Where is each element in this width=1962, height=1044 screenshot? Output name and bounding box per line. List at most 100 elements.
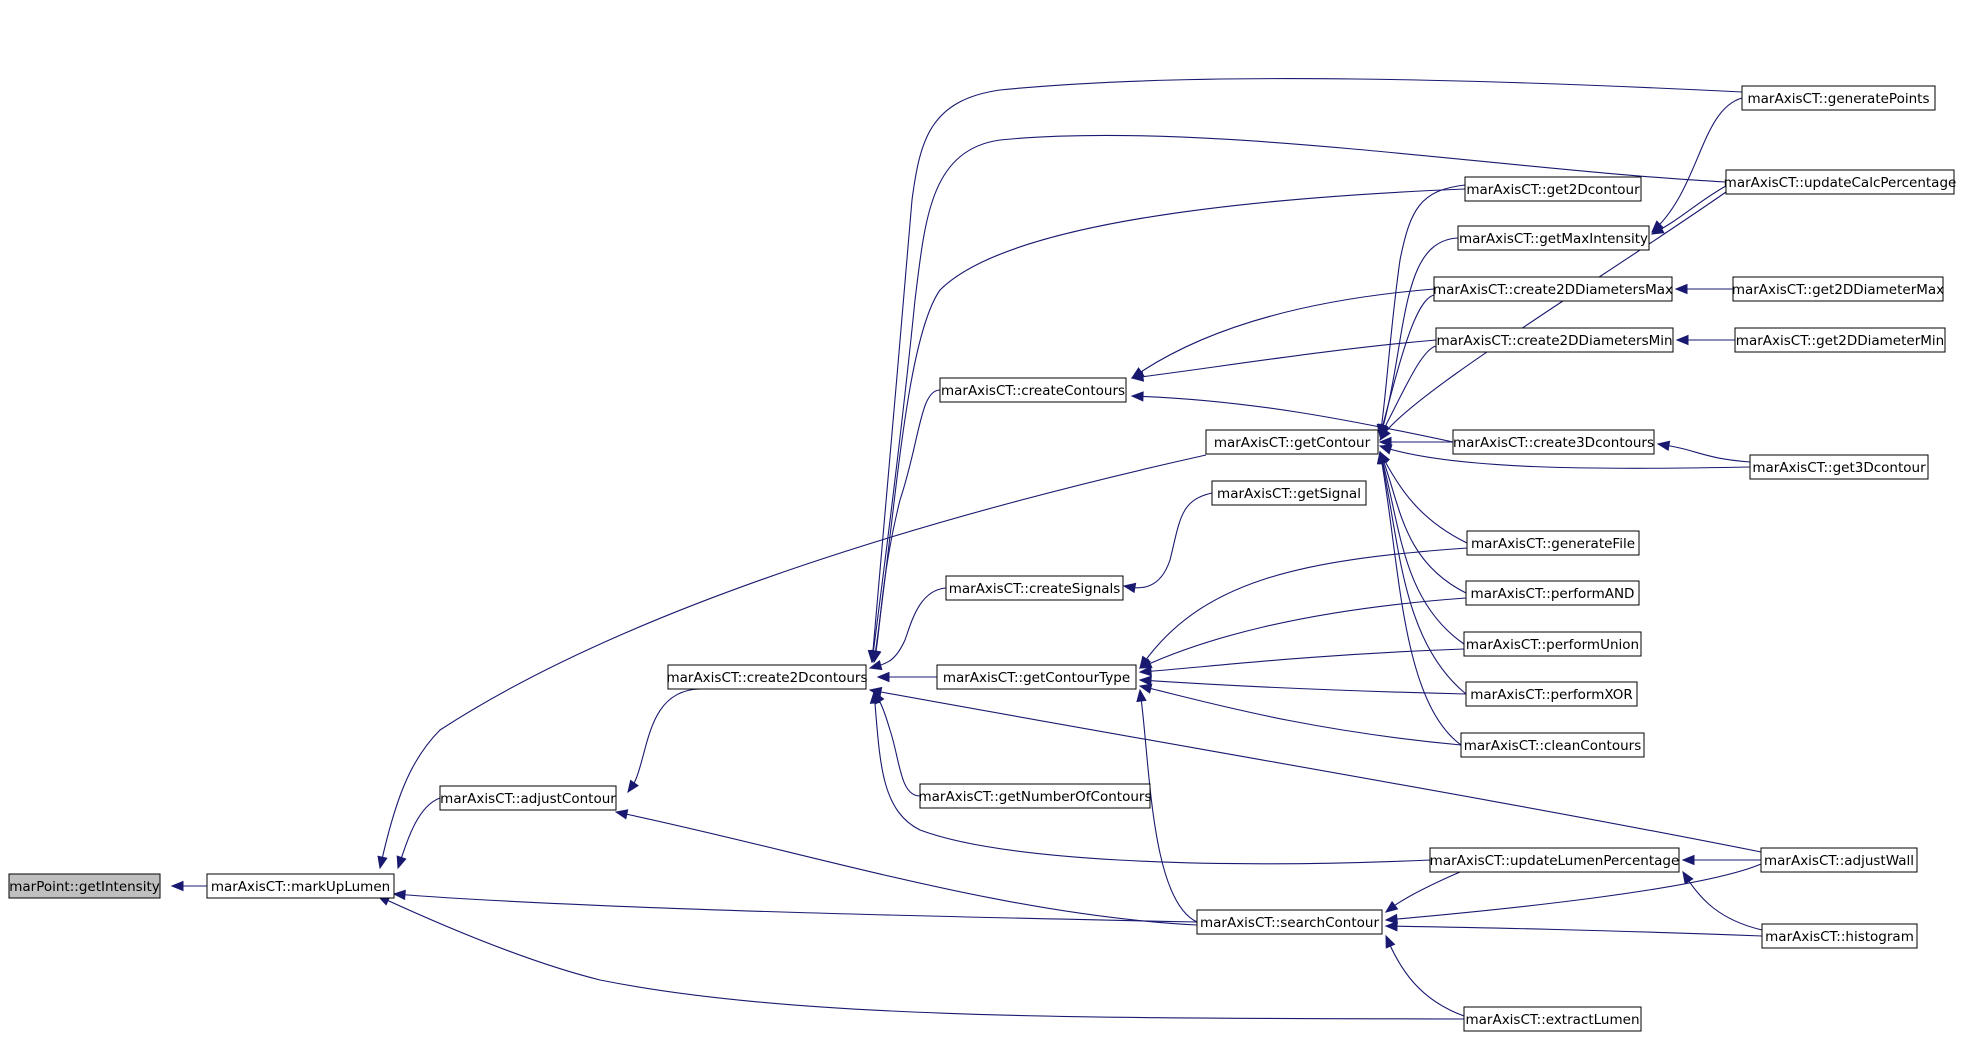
node-getNumberOfContours[interactable]: marAxisCT::getNumberOfContours [919,783,1152,809]
edge-line [615,811,1198,926]
node-box[interactable] [1466,530,1640,556]
node-createContours[interactable]: marAxisCT::createContours [939,377,1127,403]
arrowhead [1384,920,1398,932]
arrowhead [1682,870,1694,885]
node-getSignal[interactable]: marAxisCT::getSignal [1211,480,1367,506]
node-label: marAxisCT::histogram [1765,929,1914,945]
node-cleanContours[interactable]: marAxisCT::cleanContours [1460,732,1645,758]
edge-line [873,691,1431,865]
node-performAND[interactable]: marAxisCT::performAND [1465,580,1640,606]
node-box[interactable] [1429,847,1680,873]
edge-line [1657,443,1751,463]
node-box[interactable] [1734,327,1946,353]
node-box[interactable] [1460,732,1645,758]
edge-searchContour-to-adjustContour [614,809,1198,926]
node-box[interactable] [936,664,1137,690]
node-performXOR[interactable]: marAxisCT::performXOR [1465,681,1638,707]
node-create2DDiametersMax[interactable]: marAxisCT::create2DDiametersMax [1433,276,1673,302]
node-label: marAxisCT::updateCalcPercentage [1724,175,1957,191]
node-searchContour[interactable]: marAxisCT::searchContour [1196,909,1383,935]
node-adjustWall[interactable]: marAxisCT::adjustWall [1760,847,1918,873]
node-box[interactable] [1760,847,1918,873]
node-box[interactable] [439,785,617,811]
arrowhead [1130,391,1144,402]
edge-create2DDiametersMin-to-createContours [1130,339,1437,382]
node-createSignals[interactable]: marAxisCT::createSignals [945,575,1124,601]
node-generateFile[interactable]: marAxisCT::generateFile [1466,530,1640,556]
edge-line [1682,871,1763,931]
arrowhead [1138,675,1152,686]
node-box[interactable] [1463,1006,1642,1032]
node-get2DDiameterMax[interactable]: marAxisCT::get2DDiameterMax [1732,276,1944,302]
edge-line [1139,547,1468,669]
node-box[interactable] [1465,580,1640,606]
arrowhead [1376,450,1388,465]
edge-line [871,134,1727,663]
node-box[interactable] [1435,327,1674,353]
edge-line [1651,185,1727,235]
edge-line [1379,451,1467,594]
node-get2Dcontour[interactable]: marAxisCT::get2Dcontour [1464,176,1642,202]
node-box[interactable] [1725,169,1955,195]
node-box[interactable] [1205,429,1379,455]
node-box[interactable] [206,873,395,899]
edge-getNumberOfContours-to-create2Dcontours [873,690,921,797]
node-label: marAxisCT::get2Dcontour [1466,182,1640,198]
node-box[interactable] [939,377,1127,403]
node-box[interactable] [1732,276,1944,302]
node-label: marAxisCT::performUnion [1466,637,1639,653]
node-getContour[interactable]: marAxisCT::getContour [1205,429,1379,455]
node-box[interactable] [667,664,867,690]
node-getMaxIntensity[interactable]: marAxisCT::getMaxIntensity [1457,225,1650,251]
node-extractLumen[interactable]: marAxisCT::extractLumen [1463,1006,1642,1032]
node-box[interactable] [1464,176,1642,202]
node-updateCalcPercentage[interactable]: marAxisCT::updateCalcPercentage [1724,169,1957,195]
node-label: marPoint::getIntensity [9,879,160,895]
arrowhead [1656,440,1671,451]
node-box[interactable] [8,873,161,899]
node-box[interactable] [1463,631,1642,657]
node-box[interactable] [1211,480,1367,506]
arrowhead [396,855,407,870]
node-adjustContour[interactable]: marAxisCT::adjustContour [439,785,617,811]
node-box[interactable] [1196,909,1383,935]
node-box[interactable] [1741,85,1936,111]
node-box[interactable] [1465,681,1638,707]
edge-line [1385,935,1465,1017]
node-box[interactable] [919,783,1151,809]
node-label: marAxisCT::generatePoints [1748,91,1930,107]
node-create2Dcontours[interactable]: marAxisCT::create2Dcontours [666,664,868,690]
edge-line [1651,97,1743,233]
node-label: marAxisCT::getMaxIntensity [1459,231,1648,247]
node-label: marAxisCT::create2DDiametersMin [1436,333,1672,349]
node-box[interactable] [1749,454,1929,480]
node-box[interactable] [1452,429,1655,455]
node-label: marAxisCT::create2DDiametersMax [1433,282,1673,298]
node-getContourType[interactable]: marAxisCT::getContourType [936,664,1137,690]
node-get3Dcontour[interactable]: marAxisCT::get3Dcontour [1749,454,1929,480]
node-box[interactable] [1457,225,1650,251]
arrowhead [868,686,883,698]
edge-get3Dcontour-to-create3Dcontours [1656,440,1751,463]
edge-create2DDiametersMax-to-createContours [1130,288,1435,379]
edge-line [1131,395,1454,443]
node-histogram[interactable]: marAxisCT::histogram [1761,923,1918,949]
node-label: marAxisCT::create2Dcontours [666,670,867,686]
edge-getContourType-to-create2Dcontours [876,671,937,683]
node-box[interactable] [945,575,1124,601]
edge-performXOR-to-getContourType [1138,675,1467,695]
node-generatePoints[interactable]: marAxisCT::generatePoints [1741,85,1936,111]
node-box[interactable] [1761,923,1918,949]
node-box[interactable] [1433,276,1673,302]
node-get2DDiameterMin[interactable]: marAxisCT::get2DDiameterMin [1734,327,1946,353]
node-markUpLumen[interactable]: marAxisCT::markUpLumen [206,873,395,899]
node-getIntensity[interactable]: marPoint::getIntensity [8,873,161,899]
node-create2DDiametersMin[interactable]: marAxisCT::create2DDiametersMin [1435,327,1674,353]
node-updateLumenPercentage[interactable]: marAxisCT::updateLumenPercentage [1429,847,1680,873]
node-create3Dcontours[interactable]: marAxisCT::create3Dcontours [1452,429,1655,455]
node-label: marAxisCT::performAND [1471,586,1635,602]
node-performUnion[interactable]: marAxisCT::performUnion [1463,631,1642,657]
edge-generatePoints-to-create2Dcontours [867,78,1743,664]
edge-line [1379,184,1466,437]
